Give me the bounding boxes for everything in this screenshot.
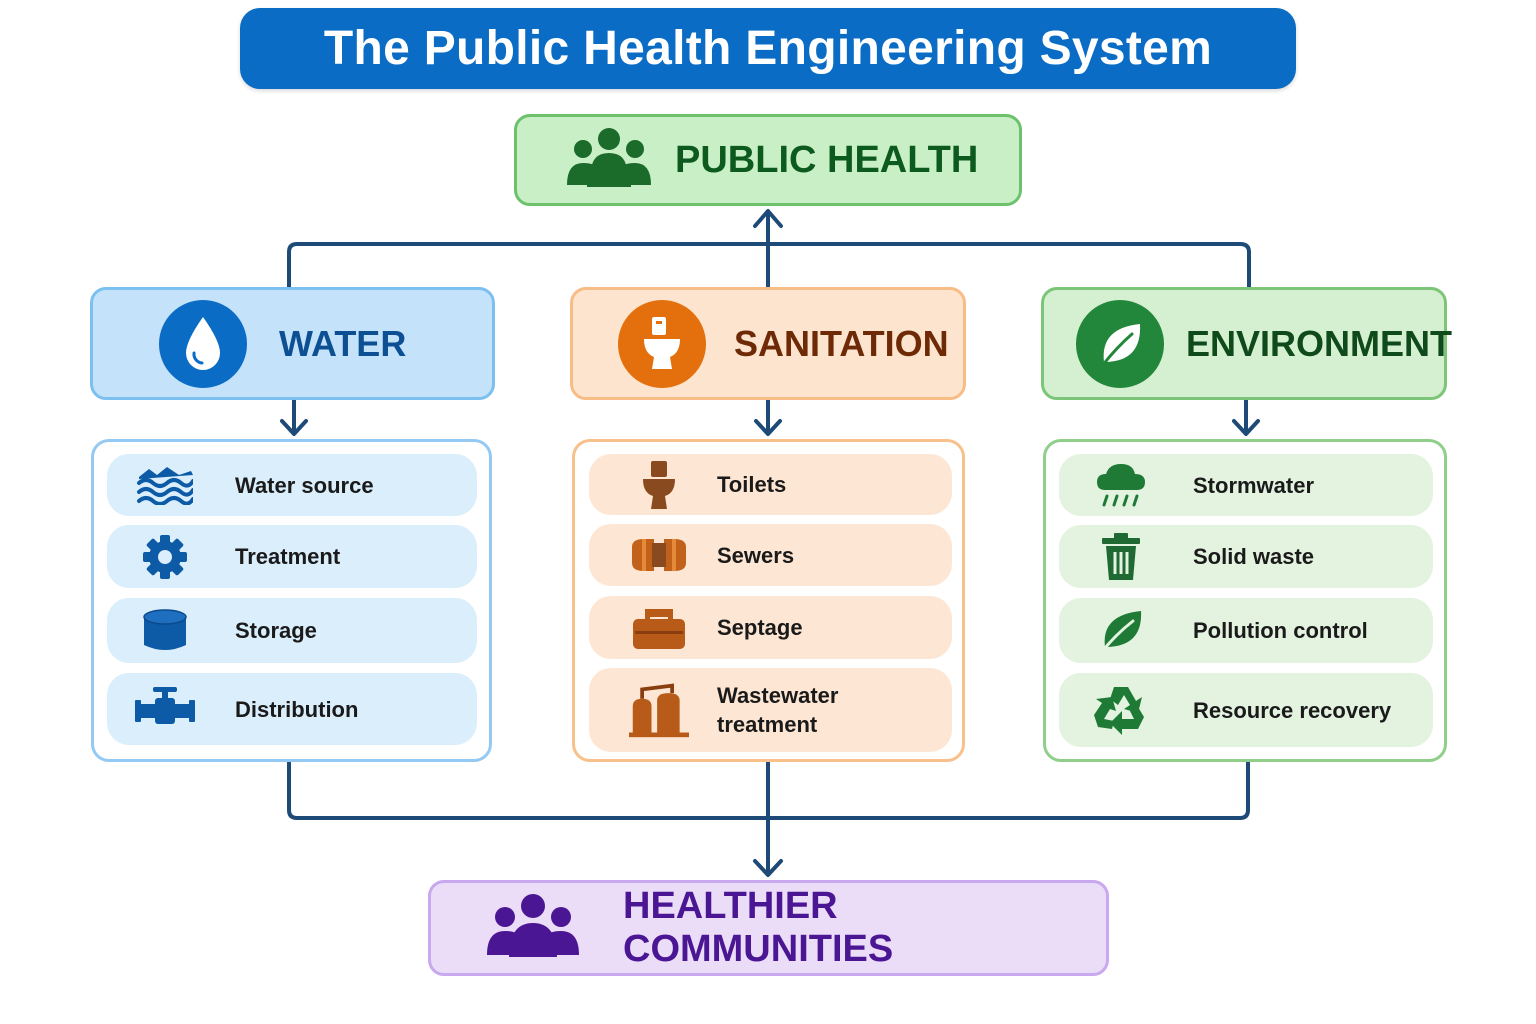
list-item-wastewater-treatment: Wastewater treatment [589, 668, 952, 752]
water-label: WATER [279, 322, 407, 364]
leaf-icon [1091, 601, 1151, 661]
treatment-plant-icon [629, 680, 689, 740]
list-item-pollution-control: Pollution control [1059, 598, 1433, 663]
gear-icon [135, 527, 195, 587]
item-label: Pollution control [1193, 618, 1368, 643]
healthier-communities-label: HEALTHIER COMMUNITIES [623, 885, 894, 970]
public-health-box: PUBLIC HEALTH [514, 114, 1022, 206]
sewer-pipe-icon [629, 525, 689, 585]
item-label: Wastewater treatment [717, 683, 839, 737]
toilet-icon [629, 455, 689, 515]
people-group-icon [487, 893, 579, 964]
list-item-solid-waste: Solid waste [1059, 525, 1433, 588]
waves-icon [135, 455, 195, 515]
sanitation-header: SANITATION [570, 287, 966, 400]
item-label: Distribution [235, 696, 359, 722]
list-item-treatment: Treatment [107, 525, 477, 588]
people-group-icon [567, 127, 651, 194]
list-item-toilets: Toilets [589, 454, 952, 515]
trash-bin-icon [1091, 527, 1151, 587]
healthier-communities-box: HEALTHIER COMMUNITIES [428, 880, 1109, 976]
environment-label: ENVIRONMENT [1186, 322, 1453, 364]
list-item-distribution: Distribution [107, 673, 477, 745]
toilet-icon [618, 299, 706, 388]
item-label: Solid waste [1193, 544, 1315, 569]
leaf-icon [1076, 299, 1164, 388]
tank-icon [135, 601, 195, 661]
item-label: Storage [235, 618, 317, 643]
environment-items-panel: Stormwater Solid waste [1043, 439, 1447, 762]
title-banner: The Public Health Engineering System [240, 8, 1296, 89]
item-label: Septage [717, 615, 803, 640]
list-item-water-source: Water source [107, 454, 477, 516]
sanitation-label: SANITATION [734, 322, 949, 364]
environment-header: ENVIRONMENT [1041, 287, 1452, 400]
list-item-septage: Septage [589, 596, 952, 659]
item-label: Resource recovery [1193, 697, 1392, 723]
item-label: Stormwater [1193, 472, 1315, 498]
item-label: Water source [235, 472, 374, 498]
list-item-storage: Storage [107, 598, 477, 663]
public-health-label: PUBLIC HEALTH [675, 138, 979, 181]
pipe-valve-icon [135, 679, 195, 739]
rain-cloud-icon [1091, 455, 1151, 515]
list-item-resource-recovery: Resource recovery [1059, 673, 1433, 747]
item-label: Sewers [717, 542, 795, 568]
item-label: Treatment [235, 544, 341, 569]
water-items-panel: Water source Treatment [91, 439, 492, 762]
page-title: The Public Health Engineering System [323, 22, 1213, 75]
recycle-icon [1091, 680, 1151, 740]
septic-tank-icon [629, 598, 689, 658]
list-item-stormwater: Stormwater [1059, 454, 1433, 516]
water-header: WATER [90, 287, 495, 400]
sanitation-items-panel: Toilets Sewers [572, 439, 965, 762]
water-drop-icon [159, 299, 247, 388]
list-item-sewers: Sewers [589, 524, 952, 586]
item-label: Toilets [717, 472, 787, 497]
